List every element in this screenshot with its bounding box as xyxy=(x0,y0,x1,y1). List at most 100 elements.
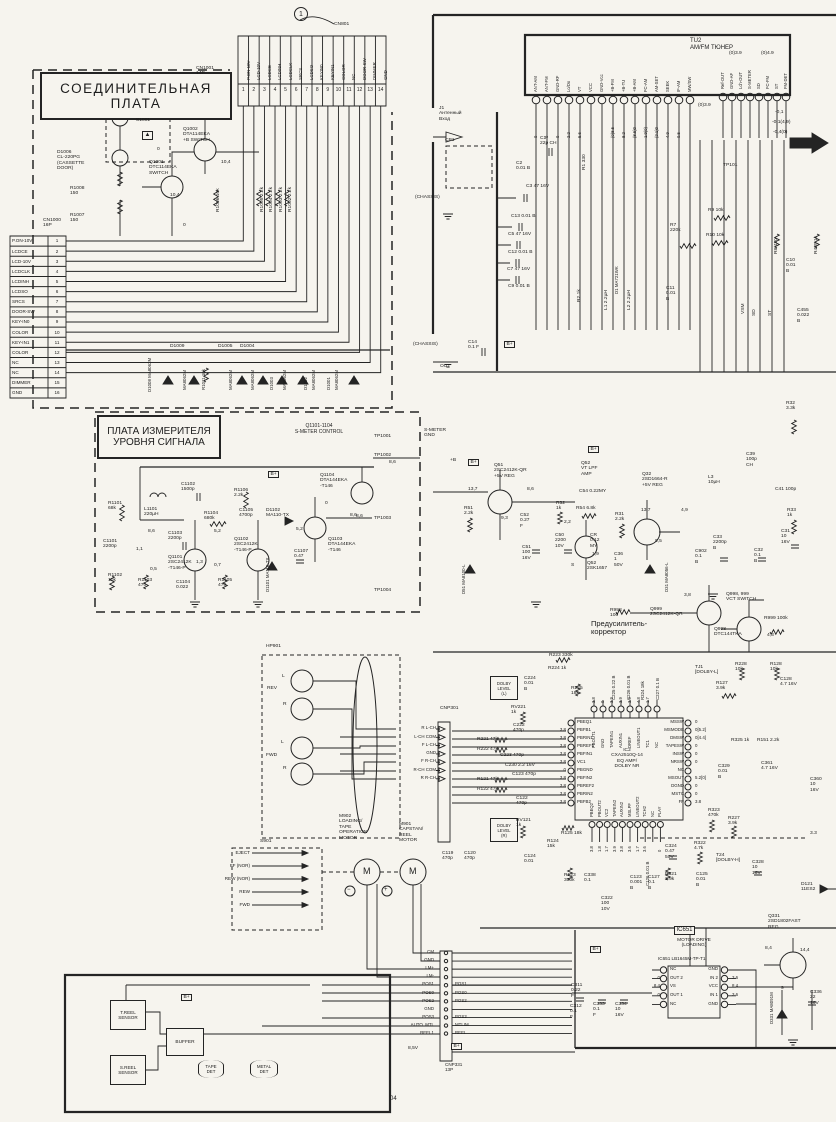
tuner-pin-MW/SW: MW/SW xyxy=(687,76,692,92)
label-r1103: R1103 470 xyxy=(138,578,153,589)
hp-signal-L-CH COM: L-CH COM xyxy=(414,733,436,739)
label-0: 0 xyxy=(657,974,660,980)
label-d121: D121 11ES2 xyxy=(801,882,816,893)
label-t24: T24 [DOLBY-H] xyxy=(716,853,741,864)
tuner-pin-ANT-FM: ANT-FM xyxy=(544,76,549,92)
label-05.2: 0[5.2] xyxy=(695,727,706,733)
label-5: 5,2 xyxy=(296,527,303,532)
mode-EJECT: EJECT xyxy=(235,850,250,855)
label-+: + xyxy=(384,887,388,893)
label-r323: R323 470k xyxy=(708,808,720,819)
hp-signal-F R-CH: F R-CH xyxy=(421,758,436,764)
label-r224: R224 1k xyxy=(548,666,567,671)
label-c10: C10 0.01 B xyxy=(786,258,796,274)
label-r1007: R1007 150 xyxy=(70,213,85,224)
label-3.8: 3.8 xyxy=(559,799,566,805)
ic651-part: IC651 LB1645M-TP-T1 xyxy=(658,956,706,961)
label-d31: D31 MA8056-L xyxy=(664,562,669,592)
label-m902: M902 LOADING/ TAPE OPERATION MOTOR xyxy=(339,814,368,841)
dolby-level-l-box: DOLBY LEVEL (L) xyxy=(490,676,518,700)
buffer-block: BUFFER xyxy=(166,1028,204,1056)
ic2-pin-PLAY: PLAY xyxy=(657,806,663,817)
ic651-pin-IN 1: IN 1 xyxy=(709,992,718,997)
label-03.9: (0)3.9 xyxy=(729,51,742,56)
label-1.7: 1.7 xyxy=(645,697,650,703)
label-tp1004: TP1004 xyxy=(374,588,392,593)
label-c50: C50 2200 10V xyxy=(555,533,566,549)
label-r998: R998 100 xyxy=(610,608,622,619)
label-ma8062m: MA8062M xyxy=(228,369,233,390)
ic2-pin-DREF: DREF xyxy=(627,736,632,748)
cn801-pin-KEYIN1: KEYIN1 xyxy=(330,64,336,80)
label-r1: R1 330 xyxy=(582,154,587,170)
cn801-pin-GND: GND xyxy=(382,70,388,80)
label-8: 8,6 xyxy=(148,529,155,534)
label-d1002: D1002 xyxy=(303,377,308,390)
label-c41: C41 100p xyxy=(775,487,797,492)
label-4.8: 4.8 xyxy=(636,697,641,703)
label-j1: J1 Антенный Вход xyxy=(439,106,462,122)
tuner-pin-FC-FM: FC-FM xyxy=(765,75,770,89)
cn1000-pin-COLOR: COLOR xyxy=(12,349,29,355)
label-c9: C9 0.01 B xyxy=(508,284,530,289)
label-8: 8,6 xyxy=(350,513,357,518)
label-c322: C322 100 10V xyxy=(601,896,613,912)
label-rv221: RV221 1k xyxy=(511,705,526,716)
label-c338: C338 0.1 xyxy=(584,873,596,884)
ic2-pin-TAPESW: TAPESW xyxy=(665,743,684,749)
cn1000-pin-SRCS: SRCS xyxy=(12,299,25,305)
label-c455: C455 0.022 B xyxy=(797,308,810,324)
cnp331-POS1: POS1 xyxy=(422,981,434,987)
label-ma8062m: MA8062M xyxy=(311,369,316,390)
label-3: 3,8 xyxy=(684,593,691,598)
label-chassis: (CHASSIS) xyxy=(415,195,440,200)
label-c311: C311 0.22 F xyxy=(571,983,583,999)
label-3.9: 3.9 xyxy=(611,846,617,852)
label-c122: C122 470p xyxy=(516,796,528,807)
cn801-num-11: 11 xyxy=(346,87,352,93)
label--0: -0,1 xyxy=(775,110,784,115)
label-8.4: 8.4 xyxy=(653,983,660,989)
label-l2: L2 2.2µH xyxy=(627,290,632,310)
label-r223: R223 330k xyxy=(549,653,573,658)
label-l: L xyxy=(282,674,285,679)
label-r1105: R1105 470 xyxy=(218,578,233,589)
label-q52: Q52 VT LPF AMP xyxy=(581,461,598,477)
label-3.8: 3.8 xyxy=(559,775,566,781)
cn801-pin-LCDINH: LCDINH xyxy=(277,63,283,80)
label-0: 0 xyxy=(533,135,538,138)
label-c1: C1 22p CH xyxy=(540,136,557,147)
cn801-num-8: 8 xyxy=(315,87,319,93)
label-c230: C230 2.2 16V xyxy=(505,763,535,768)
label-8: 8,6 xyxy=(389,460,396,465)
cn801-num-1: 1 xyxy=(241,87,245,93)
label-q1001: Q1001 DTC114EKA SWITCH xyxy=(149,160,177,176)
label-0: 0,7 xyxy=(214,563,221,568)
tuner-pin-+B-TU: +B-TU xyxy=(621,79,626,92)
label-c336: C336 22 16V xyxy=(810,990,822,1006)
label-r122: R122 47k xyxy=(477,787,498,792)
cn801-pin-KEYIN0: KEYIN0 xyxy=(319,64,325,80)
tuner-pin-+B-FM: +B-FM xyxy=(610,79,615,92)
label-0: 0 xyxy=(563,767,566,773)
cn1000-pin-LCDCLK: LCDCLK xyxy=(12,268,31,274)
tuner-pin-SEEK: SEEK xyxy=(665,80,670,92)
label-11: 11 xyxy=(54,339,60,345)
cn1000-pin-LCDCE: LCDCE xyxy=(12,248,28,254)
label-c361: C361 4.7 16V xyxy=(761,761,778,772)
label-0: 0 xyxy=(544,135,549,138)
label-5: 5 xyxy=(55,278,59,284)
tuner-pin-S-METER: S-METER xyxy=(747,70,752,89)
ic2-pin-TCH2: TCH2 xyxy=(642,806,648,817)
label-c222: C222 470p xyxy=(513,723,525,734)
label-r1004: R1004 2.2k xyxy=(269,186,274,212)
label-1.7: 1.7 xyxy=(634,846,640,852)
cn801-num-4: 4 xyxy=(273,87,277,93)
label-c36: C36 1 50V xyxy=(614,552,623,568)
label-0: 0 xyxy=(600,700,605,703)
ic2-pin-AUXIN2: AUXIN2 xyxy=(619,801,625,817)
label-q52: Q52 2SK1657 xyxy=(587,561,608,572)
ic2-pin-FF: FF xyxy=(678,799,684,805)
